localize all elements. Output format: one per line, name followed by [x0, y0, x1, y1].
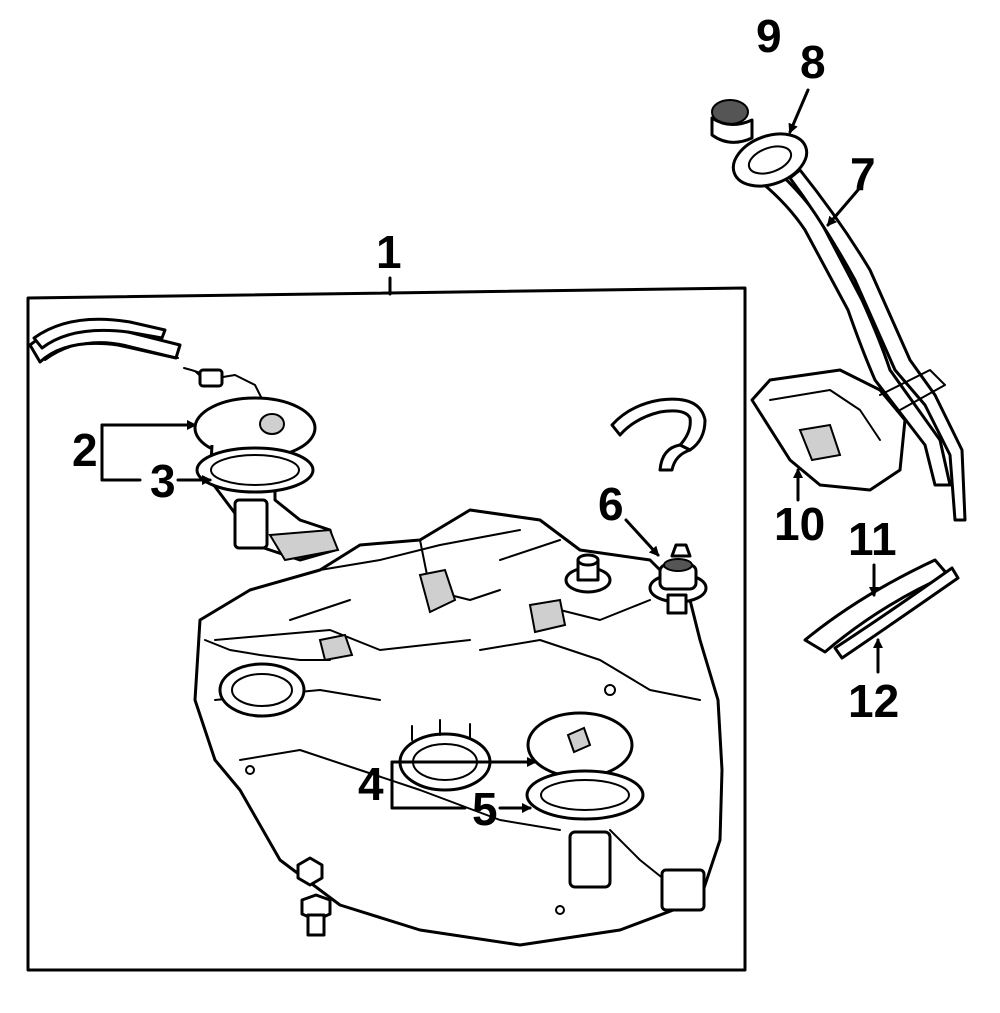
callout-8: 8	[800, 36, 826, 88]
filler-cap	[710, 99, 754, 144]
callout-5: 5	[472, 783, 498, 835]
callout-4: 4	[358, 758, 384, 810]
fuel-level-sender	[525, 711, 706, 912]
pump-gasket	[195, 446, 315, 494]
callout-6: 6	[598, 478, 624, 530]
tank-top-stud	[564, 553, 612, 594]
u-hose	[610, 397, 707, 472]
filler-neck-shield	[750, 368, 946, 492]
filler-neck-flange	[731, 132, 809, 188]
callout-9: 9	[756, 10, 782, 62]
assembly-box	[26, 276, 747, 972]
callout-2: 2	[72, 424, 98, 476]
vent-valve	[648, 543, 708, 615]
callout-11: 11	[848, 513, 897, 565]
vent-tube	[833, 566, 960, 660]
vent-hose-pair	[28, 317, 213, 379]
fuel-tank	[193, 508, 724, 947]
callout-1: 1	[376, 226, 402, 278]
callout-7: 7	[850, 148, 876, 200]
callout-labels: 1 2 3 4 5 6 7 8 9 10 11 12	[72, 10, 899, 835]
filler-neck-pipe	[750, 158, 967, 522]
callout-10: 10	[774, 498, 825, 550]
leader-lines	[100, 88, 883, 813]
nut-bolt	[296, 856, 332, 937]
tank-mounting-ring-left	[204, 639, 331, 718]
fill-hose	[803, 558, 950, 654]
callout-12: 12	[848, 675, 899, 727]
callout-3: 3	[150, 455, 176, 507]
